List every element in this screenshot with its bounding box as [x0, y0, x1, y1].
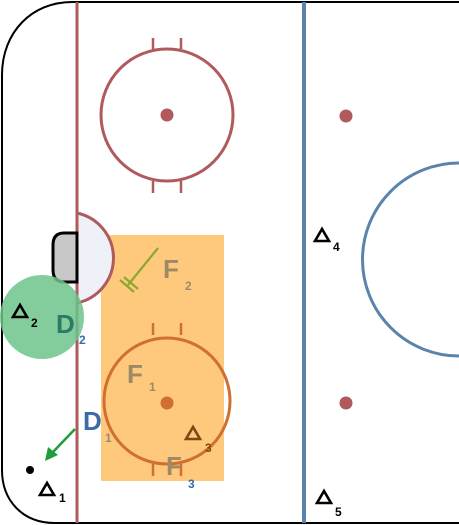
center-circle-arc — [361, 161, 459, 358]
triangle-icon — [10, 302, 30, 319]
player-f1-number: 1 — [149, 380, 156, 394]
player-f3-letter: F — [166, 451, 182, 481]
goal-crease — [75, 211, 115, 305]
player-d1: D 1 — [83, 406, 112, 445]
neutral-dot-lower — [339, 396, 353, 410]
opponent-2: 2 — [10, 302, 38, 330]
lower-faceoff-circle — [102, 323, 232, 476]
opponent-5-number: 5 — [335, 505, 342, 519]
puck-icon — [26, 466, 34, 474]
opponent-4-number: 4 — [333, 240, 340, 254]
pressure-circle — [0, 275, 84, 359]
triangle-icon — [314, 488, 334, 505]
opponent-1: 1 — [37, 480, 66, 505]
player-f3: F 3 — [166, 451, 195, 491]
triangle-icon — [312, 226, 332, 243]
opponent-1-number: 1 — [59, 491, 66, 505]
player-f2-number: 2 — [185, 279, 192, 293]
player-d1-letter: D — [83, 406, 102, 436]
player-f1-letter: F — [127, 359, 143, 389]
pass-arrow — [45, 428, 76, 461]
player-f2: F 2 — [163, 254, 192, 293]
stick-check-icon — [119, 247, 159, 293]
opponent-4: 4 — [312, 226, 340, 254]
upper-faceoff-dot — [160, 108, 174, 122]
neutral-dot-upper — [339, 109, 353, 123]
player-d2-number: 2 — [79, 333, 86, 347]
upper-faceoff-circle — [99, 38, 235, 193]
player-f2-letter: F — [163, 254, 179, 284]
triangle-icon — [183, 424, 203, 441]
player-d1-number: 1 — [105, 431, 112, 445]
opponent-3-number: 3 — [205, 441, 212, 455]
lower-faceoff-dot — [160, 396, 174, 410]
player-f1: F 1 — [127, 359, 156, 394]
triangle-icon — [37, 480, 57, 497]
opponent-2-number: 2 — [31, 316, 38, 330]
opponent-3: 3 — [183, 424, 212, 455]
player-d2: D 2 — [56, 309, 86, 347]
player-d2-letter: D — [56, 309, 75, 339]
goal-net-icon — [51, 231, 79, 284]
player-f3-number: 3 — [188, 477, 195, 491]
opponent-5: 5 — [314, 488, 342, 519]
